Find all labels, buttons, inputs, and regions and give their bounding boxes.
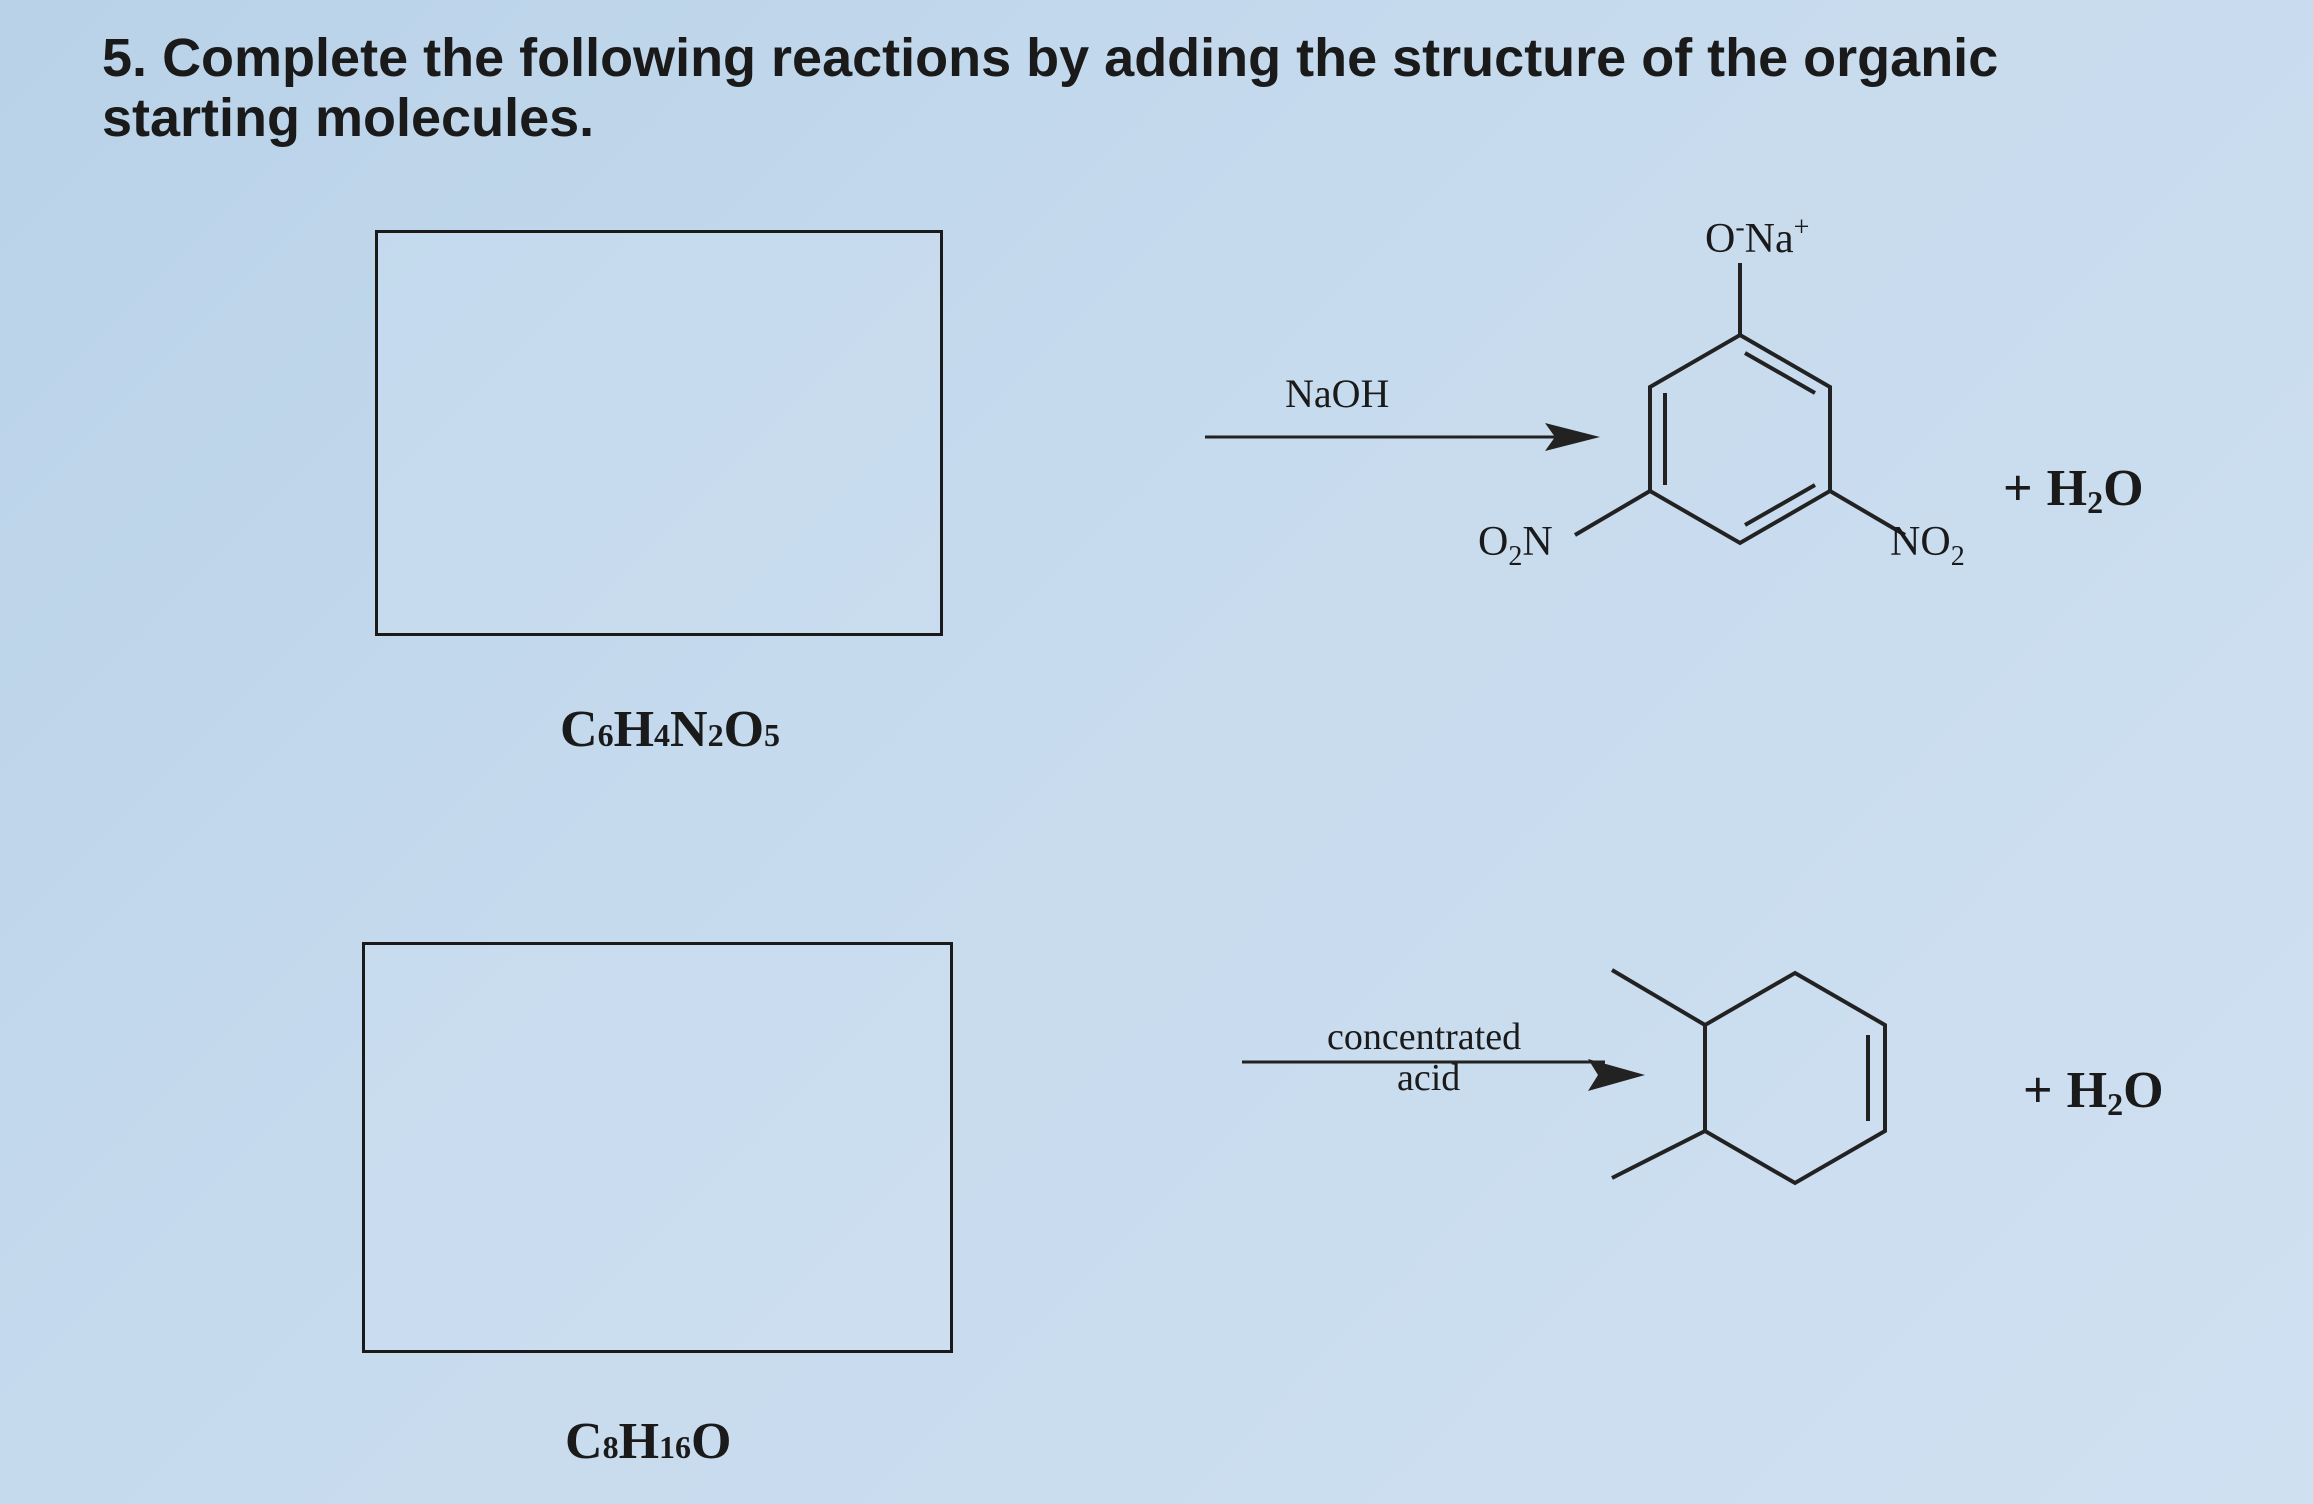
byproduct-water-1: +H2O [2003,460,2144,520]
question-number: 5. [102,28,148,88]
reagent-acid: acid [1397,1057,1461,1099]
methyl-bond-bottom [1611,1129,1706,1180]
question-body: Complete the following reactions by addi… [102,28,1999,148]
formula-reaction-1: C6H4N2O5 [560,701,781,758]
bond-to-no2-right [1828,489,1907,537]
cyclohexene-ring [1703,970,1887,1186]
byproduct-water-2: +H2O [2023,1062,2164,1122]
o2n-label: O2N [1478,519,1553,572]
answer-box-reaction-1[interactable] [375,230,943,636]
reagent-naoh: NaOH [1285,371,1390,416]
bond-to-no2-left [1573,489,1652,537]
phenoxide-label: O-Na+ [1705,212,1809,262]
formula-reaction-2: C8H16O [565,1413,732,1470]
answer-box-reaction-2[interactable] [362,942,953,1353]
reaction-arrow-2-head [1588,1059,1645,1091]
question-text: 5. Complete the following reactions by a… [102,28,2162,148]
no2-label: NO2 [1890,519,1965,572]
benzene-ring [1648,332,1832,546]
reaction-arrow-1-head [1545,423,1600,451]
methyl-bond-top [1610,968,1707,1027]
reagent-concentrated: concentrated [1327,1016,1522,1058]
